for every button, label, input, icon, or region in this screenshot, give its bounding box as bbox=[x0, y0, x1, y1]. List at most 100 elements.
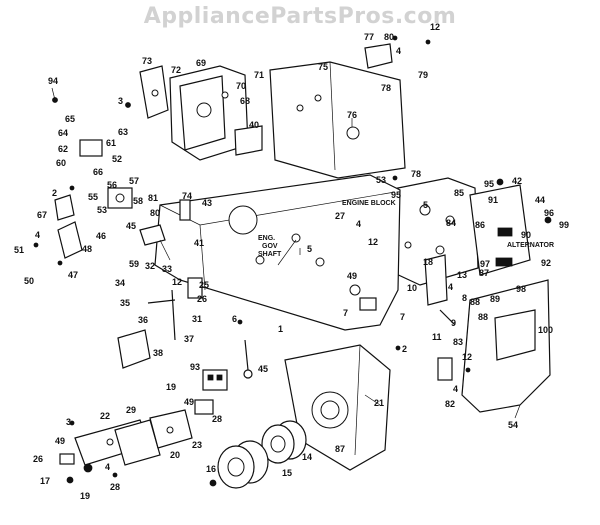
label-45b: 6 bbox=[232, 314, 237, 324]
label-78a: 78 bbox=[381, 83, 391, 93]
label-83: 83 bbox=[453, 337, 463, 347]
label-65: 65 bbox=[65, 114, 75, 124]
label-46: 46 bbox=[96, 231, 106, 241]
label-19: 93 bbox=[190, 362, 200, 372]
label-77: 77 bbox=[364, 32, 374, 42]
label-12d: 12 bbox=[462, 352, 472, 362]
label-1: 1 bbox=[278, 324, 283, 334]
label-26b: 26 bbox=[33, 454, 43, 464]
label-18a: 49 bbox=[347, 271, 357, 281]
label-28b: 19 bbox=[80, 491, 90, 501]
label-40: 40 bbox=[249, 120, 259, 130]
label-4b: 4 bbox=[356, 219, 361, 229]
label-38: 38 bbox=[153, 348, 163, 358]
label-12c: 12 bbox=[172, 277, 182, 287]
label-37: 37 bbox=[184, 334, 194, 344]
label-10: 18 bbox=[423, 257, 433, 267]
label-28A: 17 bbox=[40, 476, 50, 486]
switch-assembly bbox=[54, 139, 133, 259]
label-5b: 5 bbox=[307, 244, 312, 254]
label-9: 7 bbox=[400, 312, 405, 322]
label-86: 86 bbox=[475, 220, 485, 230]
plate-22 bbox=[149, 409, 193, 449]
cover-39 bbox=[117, 329, 151, 369]
label-95a: 95 bbox=[391, 190, 401, 200]
label-62: 62 bbox=[58, 144, 68, 154]
note-shaft: SHAFT bbox=[258, 251, 282, 258]
label-31: 31 bbox=[192, 314, 202, 324]
label-74: 74 bbox=[182, 191, 192, 201]
label-72: 72 bbox=[171, 65, 181, 75]
label-88a: 88 bbox=[470, 297, 480, 307]
label-15: 14 bbox=[302, 452, 312, 462]
label-3b: 3 bbox=[66, 417, 71, 427]
label-97: 97 bbox=[480, 259, 490, 269]
label-64: 64 bbox=[58, 128, 68, 138]
label-26a: 26 bbox=[197, 294, 207, 304]
label-20: 23 bbox=[192, 440, 202, 450]
label-2a: 2 bbox=[52, 188, 57, 198]
label-98: 98 bbox=[516, 284, 526, 294]
relay-19 bbox=[202, 369, 228, 391]
label-17: 16 bbox=[206, 464, 216, 474]
label-49: 7 bbox=[343, 308, 348, 318]
label-5a: 5 bbox=[423, 200, 428, 210]
label-79: 79 bbox=[418, 70, 428, 80]
label-30: 87 bbox=[479, 268, 489, 278]
label-54: 54 bbox=[508, 420, 518, 430]
label-35: 35 bbox=[120, 298, 130, 308]
label-42: 42 bbox=[512, 176, 522, 186]
note-engine-block: ENGINE BLOCK bbox=[342, 200, 396, 207]
label-14: 21 bbox=[374, 398, 384, 408]
filter-15 bbox=[261, 420, 307, 464]
label-18c: 49 bbox=[55, 436, 65, 446]
note-alternator: ALTERNATOR bbox=[507, 242, 554, 249]
label-16: 15 bbox=[282, 468, 292, 478]
switch-29 bbox=[194, 399, 214, 415]
label-41: 41 bbox=[194, 238, 204, 248]
label-7: 8 bbox=[462, 293, 467, 303]
label-78b: 78 bbox=[411, 169, 421, 179]
label-3: 3 bbox=[118, 96, 123, 106]
label-70: 70 bbox=[236, 81, 246, 91]
label-4a: 4 bbox=[35, 230, 40, 240]
label-29b: 28 bbox=[110, 482, 120, 492]
label-63: 63 bbox=[118, 127, 128, 137]
label-82: 82 bbox=[445, 399, 455, 409]
label-51: 51 bbox=[14, 245, 24, 255]
cover-plate-40 bbox=[234, 125, 263, 156]
label-55: 55 bbox=[88, 192, 98, 202]
control-panel bbox=[387, 177, 479, 286]
label-90: 90 bbox=[521, 230, 531, 240]
label-84: 84 bbox=[446, 218, 456, 228]
base-frame-1 bbox=[154, 174, 401, 331]
label-75: 75 bbox=[318, 62, 328, 72]
label-76: 76 bbox=[347, 110, 357, 120]
label-81a: 81 bbox=[148, 193, 158, 203]
note-eng: ENG. bbox=[258, 235, 275, 242]
note-gov: GOV bbox=[262, 243, 278, 250]
label-60: 60 bbox=[56, 158, 66, 168]
fasteners bbox=[33, 35, 552, 487]
label-27: 27 bbox=[335, 211, 345, 221]
label-4f: 4 bbox=[396, 46, 401, 56]
label-99: 99 bbox=[559, 220, 569, 230]
label-56: 56 bbox=[107, 180, 117, 190]
label-61: 61 bbox=[106, 138, 116, 148]
label-43: 43 bbox=[202, 198, 212, 208]
label-66: 66 bbox=[93, 167, 103, 177]
label-22: 29 bbox=[126, 405, 136, 415]
label-89: 89 bbox=[490, 294, 500, 304]
label-52: 52 bbox=[112, 154, 122, 164]
label-34: 34 bbox=[115, 278, 125, 288]
end-panel-100 bbox=[461, 279, 551, 413]
label-6: 13 bbox=[457, 270, 467, 280]
label-4e: 4 bbox=[105, 462, 110, 472]
label-92: 92 bbox=[541, 258, 551, 268]
label-12b: 12 bbox=[368, 237, 378, 247]
gasket-23 bbox=[114, 419, 161, 466]
label-11: 9 bbox=[451, 318, 456, 328]
label-57: 57 bbox=[129, 176, 139, 186]
label-4c: 4 bbox=[448, 282, 453, 292]
